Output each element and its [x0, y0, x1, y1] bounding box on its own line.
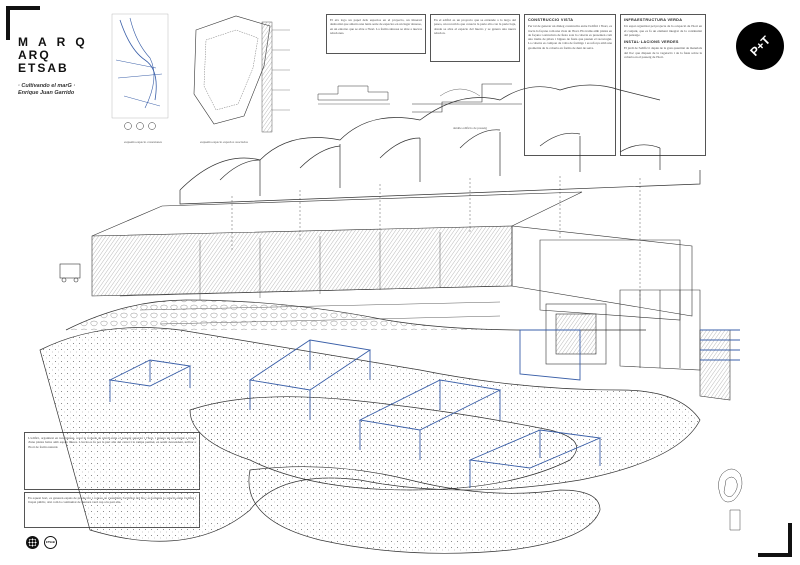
diagram-section-small	[317, 85, 390, 105]
caption-spaces: esquema espacio espacios asociados	[200, 140, 248, 144]
text-box-infrastructure-heading: INFRAESTRUCTURA VERDA	[624, 18, 683, 22]
text-box-construction: CONSTRUCCIO VISTA Per tal de generar un …	[524, 14, 616, 156]
text-box-infrastructure: INFRAESTRUCTURA VERDA Un espai organitza…	[620, 14, 706, 156]
text-box-construction-heading: CONSTRUCCIO VISTA	[528, 18, 574, 22]
text-box-intro: El eix logo un papel dels espacios en el…	[326, 14, 426, 54]
roof-sawtooth	[179, 84, 701, 205]
caption-detail: detalle edificio de passeig	[452, 126, 488, 130]
pergolas-blue	[108, 329, 740, 488]
text-box-installations-body: El jardí de l'edifici i depèn de la gran…	[624, 46, 702, 60]
text-box-infrastructure-body: Un espai organitzat pel projecte de la o…	[624, 24, 702, 37]
title-line-3: ETSAB	[18, 61, 69, 75]
building-axonometric	[59, 84, 731, 401]
corner-mark-bottom-right	[758, 523, 792, 557]
text-box-construction-body: Per tal de generar un dialeg constructiu…	[528, 24, 612, 50]
ramp-walkway	[65, 299, 646, 331]
diagram-section-detail	[412, 83, 522, 113]
detail-right-lower	[718, 468, 743, 531]
garden-terrain	[39, 327, 701, 554]
caption-connections: esquema espacio conexiones	[124, 140, 162, 144]
corner-mark-top-left	[6, 6, 40, 40]
text-box-installations-heading: INSTAL·LACIONS VERDES	[624, 40, 679, 45]
project-info: · Cultivando el marG · Enrique Juan Garr…	[18, 83, 118, 97]
project-author: Enrique Juan Garrido	[18, 90, 75, 96]
text-box-building-body: En el edifici es un proyecto que se exti…	[434, 18, 516, 35]
upc-logo-dots	[28, 538, 37, 547]
etsab-logo	[44, 536, 57, 549]
building-body	[59, 191, 731, 401]
pt-badge: P+T	[736, 22, 784, 70]
text-box-intro-body: El eix logo un papel dels espacios en el…	[330, 18, 422, 35]
etsab-logo-label: ETSAB	[46, 541, 55, 544]
diagram-spaces	[193, 15, 271, 125]
text-box-building: En el edifici es un proyecto que se exti…	[430, 14, 520, 62]
title-block: MARQ ARQ ETSAB · Cultivando el marG · En…	[18, 36, 118, 97]
upc-logo	[26, 536, 39, 549]
project-subtitle: · Cultivando el marG ·	[18, 83, 76, 89]
diagram-legend-icons	[261, 21, 290, 133]
diagram-connections	[111, 13, 169, 130]
title-line-1: MARQ	[18, 35, 95, 49]
title-line-2: ARQ	[18, 48, 51, 62]
